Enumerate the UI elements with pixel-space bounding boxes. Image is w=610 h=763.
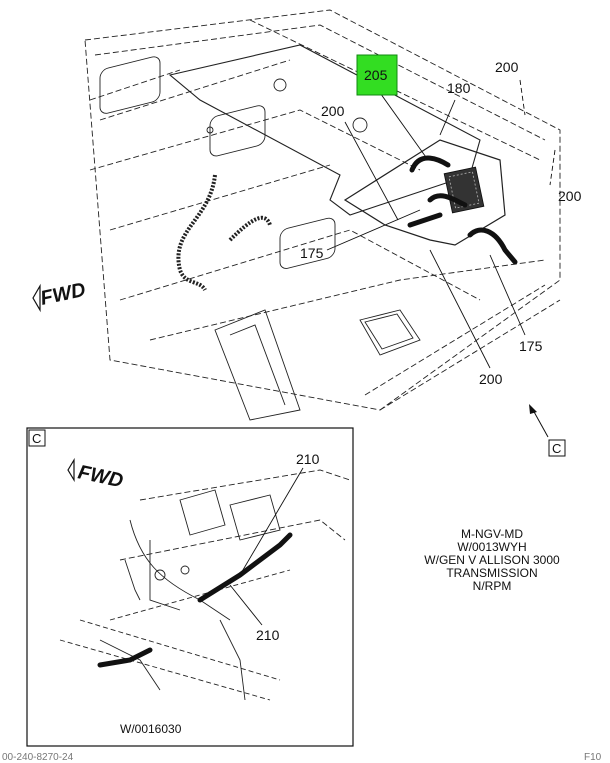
svg-text:FWD: FWD xyxy=(38,279,87,310)
figure-reference: W/0016030 xyxy=(120,722,182,736)
footer-page-code: F10 xyxy=(584,752,602,763)
view-c-marker[interactable]: C xyxy=(529,404,566,457)
note-line: M-NGV-MD xyxy=(461,527,523,541)
fwd-marker-main: FWD xyxy=(32,279,88,313)
leader-200-left xyxy=(344,121,399,221)
callout-175-left: 175 xyxy=(300,245,324,261)
leader-200-top xyxy=(519,79,526,116)
highlight-box-205[interactable] xyxy=(356,54,398,96)
leader-175-left xyxy=(326,209,421,251)
callout-180: 180 xyxy=(447,80,471,96)
leader-lines xyxy=(326,79,556,369)
callout-210-bottom: 210 xyxy=(256,627,280,643)
plate-hole xyxy=(352,117,368,133)
leader-205 xyxy=(377,89,429,161)
application-note: M-NGV-MD W/0013WYH W/GEN V ALLISON 3000 … xyxy=(402,528,582,593)
leader-200-bottom xyxy=(429,249,491,369)
note-line: W/0013WYH xyxy=(457,540,527,554)
cross-member xyxy=(214,309,301,421)
note-line: N/RPM xyxy=(472,579,512,593)
detail-frame xyxy=(59,469,351,701)
callout-210-top: 210 xyxy=(296,451,320,467)
callout-200-left: 200 xyxy=(321,103,345,119)
frame-rails xyxy=(84,9,561,411)
leader-180 xyxy=(439,99,456,136)
callout-200-top: 200 xyxy=(495,59,519,75)
note-line: W/GEN V ALLISON 3000 xyxy=(424,553,560,567)
wire-harness xyxy=(407,155,518,265)
callout-205: 205 xyxy=(364,67,388,83)
detail-view-c: C FWD 210 2 xyxy=(26,427,354,747)
detail-leaders xyxy=(229,467,304,626)
leader-200-right xyxy=(549,149,556,186)
frame-cutouts xyxy=(99,56,421,356)
note-line: TRANSMISSION xyxy=(446,566,538,580)
detail-harness xyxy=(97,532,293,668)
detail-box-label: C xyxy=(32,431,41,446)
coiled-harness xyxy=(176,174,272,292)
callout-175-right: 175 xyxy=(519,338,543,354)
view-c-label: C xyxy=(552,441,561,456)
mounting-plate xyxy=(168,44,481,216)
main-view xyxy=(84,9,561,421)
plate-hole xyxy=(273,78,287,92)
callout-200-right: 200 xyxy=(558,188,582,204)
plate-hole xyxy=(206,126,214,134)
leader-175-right xyxy=(489,254,526,336)
callout-200-bottom: 200 xyxy=(479,371,503,387)
footer-doc-number: 00-240-8270-24 xyxy=(2,752,74,763)
